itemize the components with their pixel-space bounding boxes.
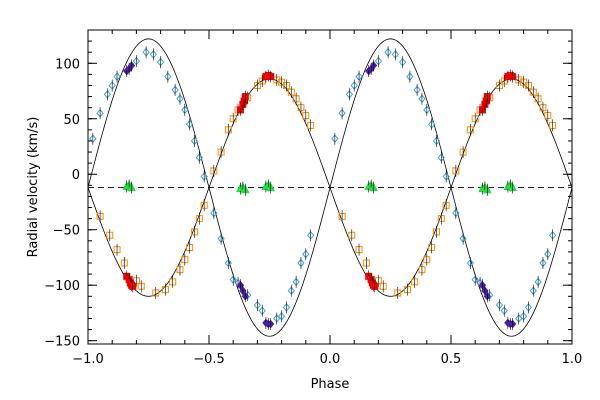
model-curves [87, 38, 573, 337]
y-axis-title: Radial velocity (km/s) [26, 117, 41, 258]
y-tick-label: −100 [44, 279, 80, 294]
axis-ticks [87, 30, 573, 344]
y-tick-label: −50 [53, 224, 80, 239]
y-tick-label: −150 [44, 335, 80, 350]
x-tick-label: 0.0 [320, 352, 341, 367]
x-tick-label: 0.5 [441, 352, 462, 367]
y-tick-label: 100 [55, 57, 80, 72]
y-tick-label: 50 [63, 113, 80, 128]
data-points [89, 46, 557, 331]
tick-labels: −1.0 −0.5 0.0 0.5 1.0 100 50 0 −50 −100 −150 [44, 57, 582, 367]
x-tick-label: −0.5 [193, 352, 225, 367]
x-tick-label: 1.0 [562, 352, 583, 367]
x-tick-label: −1.0 [72, 352, 104, 367]
x-axis-title: Phase [311, 377, 350, 392]
y-tick-label: 0 [72, 168, 80, 183]
